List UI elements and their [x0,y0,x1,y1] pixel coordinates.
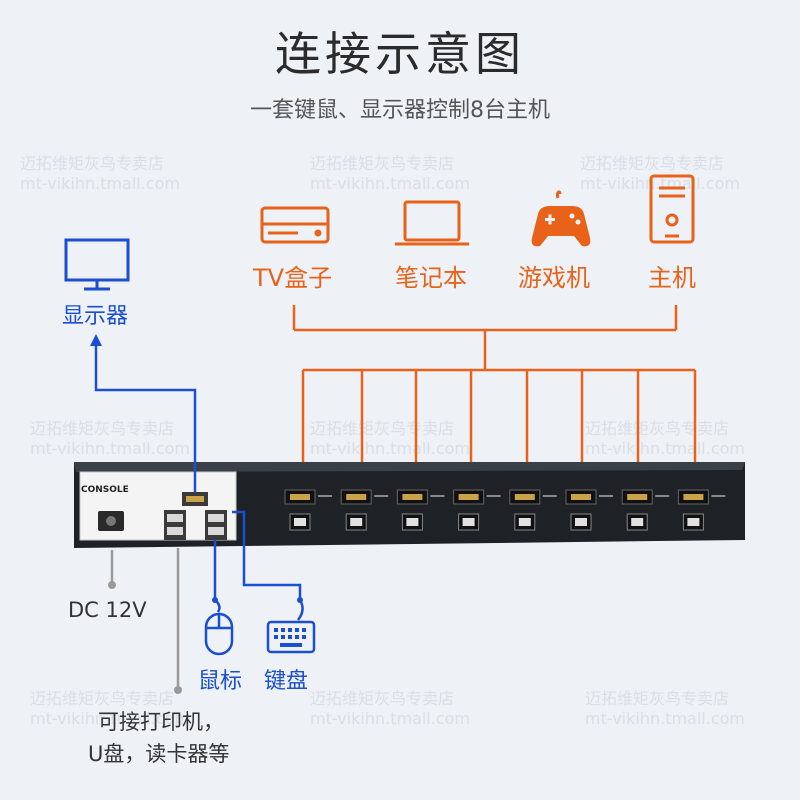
keyboard-icon [266,599,316,654]
mouse-label: 鼠标 [198,669,243,694]
pc-port-7 [621,489,670,531]
tv-box-label: TV盒子 [253,264,333,292]
console-cables [94,342,302,600]
gamepad-label: 游戏机 [518,264,590,292]
laptop-icon [395,200,469,246]
tv-box-icon [260,206,330,244]
pc-port-8 [677,489,726,531]
console-usb-ports-right [205,510,227,540]
gamepad-icon [531,190,591,247]
usb-devices-label-line1: 可接打印机， [98,710,224,734]
pc-port-1 [284,489,332,531]
power-label: DC 12V [68,598,147,622]
pc-tower-icon [649,174,695,244]
pc-port-3 [396,489,445,531]
pc-port-6 [565,489,613,531]
monitor-icon [64,238,130,291]
pc-port-5 [509,489,557,531]
pc-port-2 [340,489,389,531]
pc-connection-lines [292,305,697,478]
pc-port-group [284,489,726,531]
console-usb-ports-left [164,510,186,540]
pc-port-4 [453,489,501,531]
monitor-label: 显示器 [62,304,129,329]
mouse-icon [204,599,234,656]
console-label: CONSOLE [81,485,129,495]
page-subtitle: 一套键鼠、显示器控制8台主机 [250,98,550,123]
kvm-switch [74,462,745,548]
keyboard-label: 键盘 [264,669,309,694]
page-title: 连接示意图 [275,27,525,81]
host-label: 主机 [648,264,696,292]
usb-devices-label-line2: U盘，读卡器等 [88,742,230,766]
gray-lines [110,548,180,690]
laptop-label: 笔记本 [395,264,467,292]
monitor-arrow [90,334,102,346]
